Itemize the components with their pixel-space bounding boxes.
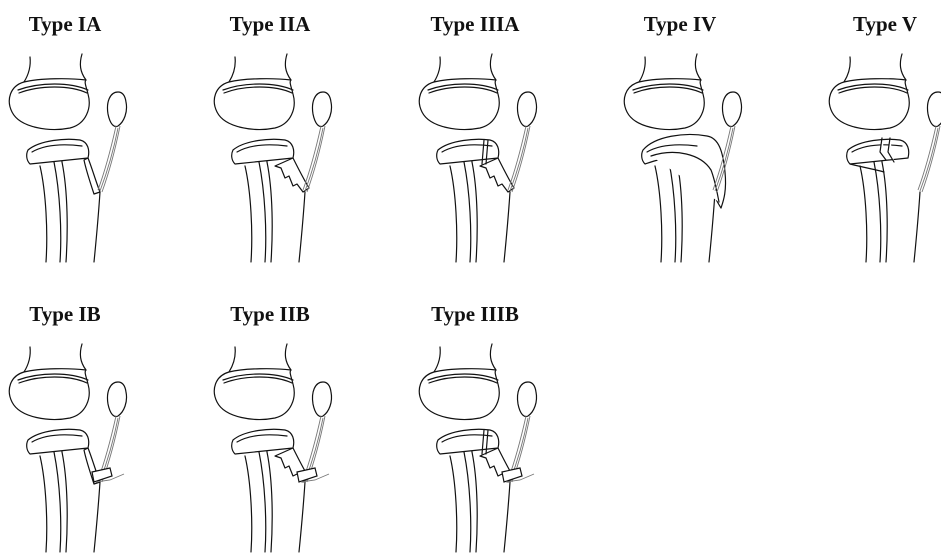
patella bbox=[312, 92, 331, 127]
patella bbox=[107, 92, 126, 127]
femur-shaft bbox=[24, 54, 86, 82]
knee-illustration bbox=[410, 52, 550, 267]
patellar-ligament bbox=[303, 126, 325, 192]
knee-illustration bbox=[615, 52, 755, 267]
tibial-epiphysis bbox=[232, 139, 294, 164]
patellar-ligament bbox=[98, 126, 120, 192]
knee-illustration bbox=[820, 52, 941, 267]
tibial-epiphysis bbox=[847, 139, 909, 164]
tibial-epiphysis bbox=[27, 429, 89, 454]
patella bbox=[927, 92, 941, 127]
panel-type-v: Type V bbox=[820, 0, 941, 270]
panel-title: Type IA bbox=[0, 12, 130, 37]
panel-title: Type IV bbox=[615, 12, 745, 37]
femur-shaft bbox=[844, 54, 906, 82]
knee-illustration bbox=[410, 342, 550, 557]
femur-shaft bbox=[24, 344, 86, 372]
panel-title: Type IB bbox=[0, 302, 130, 327]
femur-shaft bbox=[639, 54, 701, 82]
panel-type-ib: Type IB bbox=[0, 290, 180, 560]
panel-type-iiib: Type IIIB bbox=[410, 290, 590, 560]
panel-title: Type IIIB bbox=[410, 302, 540, 327]
patella bbox=[107, 382, 126, 417]
femur-shaft bbox=[229, 344, 291, 372]
panel-type-iib: Type IIB bbox=[205, 290, 385, 560]
tibial-epiphysis bbox=[27, 139, 89, 164]
panel-title: Type IIA bbox=[205, 12, 335, 37]
tibial-epiphysis bbox=[437, 139, 499, 164]
knee-illustration bbox=[0, 52, 140, 267]
patellar-ligament bbox=[918, 126, 940, 192]
patella bbox=[312, 382, 331, 417]
panel-type-iia: Type IIA bbox=[205, 0, 385, 270]
panel-title: Type V bbox=[820, 12, 941, 37]
panel-type-iiia: Type IIIA bbox=[410, 0, 590, 270]
knee-illustration bbox=[0, 342, 140, 557]
femur-shaft bbox=[434, 54, 496, 82]
panel-type-iv: Type IV bbox=[615, 0, 795, 270]
tibial-epiphysis bbox=[232, 429, 294, 454]
panel-title: Type IIIA bbox=[410, 12, 540, 37]
panel-type-ia: Type IA bbox=[0, 0, 180, 270]
patella bbox=[517, 92, 536, 127]
femur-shaft bbox=[434, 344, 496, 372]
patella bbox=[517, 382, 536, 417]
patellar-ligament bbox=[508, 126, 530, 192]
tibial-epiphysis bbox=[437, 429, 499, 454]
knee-illustration bbox=[205, 342, 345, 557]
tibia-shaft bbox=[860, 166, 920, 262]
patella bbox=[722, 92, 741, 127]
panel-title: Type IIB bbox=[205, 302, 335, 327]
tubercle-fragment bbox=[84, 158, 100, 194]
femur-shaft bbox=[229, 54, 291, 82]
knee-illustration bbox=[205, 52, 345, 267]
